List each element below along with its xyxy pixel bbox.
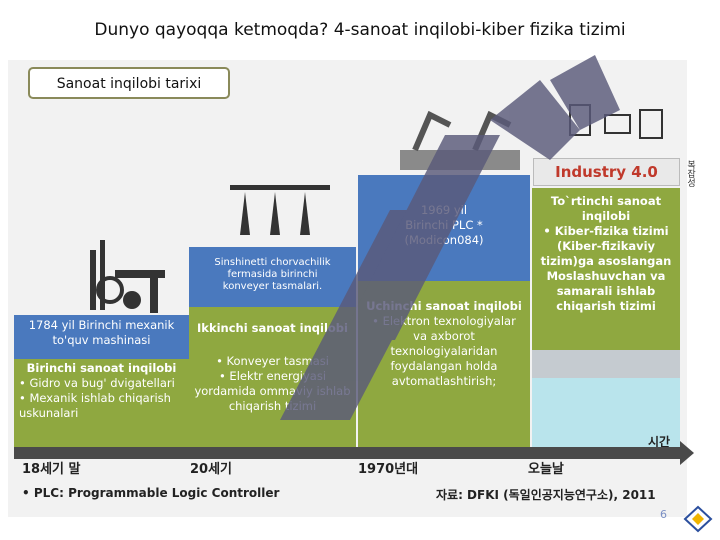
col3-bottom-box: Uchinchi sanoat inqilobi • Elektron texn… xyxy=(358,281,530,447)
col1-bullet-2: • Mexanik ishlab chiqarish uskunalari xyxy=(19,391,171,420)
era-20th-century: 20세기 xyxy=(190,462,233,477)
col1-top-box: 1784 yil Birinchi mexanik to'quv mashina… xyxy=(14,315,189,359)
col4-green-box: To`rtinchi sanoat inqilobi • Kiber-fizik… xyxy=(532,188,680,350)
robot-arm-illustration xyxy=(400,110,520,170)
institution-logo-icon xyxy=(683,505,713,533)
industry-4-label: Industry 4.0 xyxy=(533,158,680,186)
col4-bullet-1: • Kiber-fizika tizimi (Kiber-fizikaviy t… xyxy=(540,224,672,313)
col2-bullet-2: • Elektr energiyasi yordamida ommaviy is… xyxy=(194,369,351,413)
col2-bottom-box: Ikkinchi sanoat inqilobi • Konveyer tasm… xyxy=(189,307,356,447)
col3-top-line-1: 1969 yil xyxy=(420,203,468,217)
section-badge: Sanoat inqilobi tarixi xyxy=(28,67,230,99)
page-number: 6 xyxy=(660,508,667,521)
col3-bullet-1: • Elektron texnologiyalar va axborot tex… xyxy=(372,314,516,388)
slide-title: Dunyo qayoqqa ketmoqda? 4-sanoat inqilob… xyxy=(94,20,626,40)
col1-top-text: 1784 yil Birinchi mexanik to'quv mashina… xyxy=(28,318,175,347)
col1-bottom-box: Birinchi sanoat inqilobi • Gidro va bug'… xyxy=(14,359,189,447)
col2-top-box: Sinshinetti chorvachilik fermasida birin… xyxy=(189,247,356,307)
col4-teal-box xyxy=(532,378,680,447)
col2-bullet-1: • Konveyer tasmasi xyxy=(216,354,329,368)
devices-illustration xyxy=(569,104,663,139)
timeline-arrow-icon xyxy=(680,441,694,465)
era-1970s: 1970년대 xyxy=(358,462,419,477)
source-footnote: 자료: DFKI (독일인공지능연구소), 2011 xyxy=(436,488,656,502)
time-axis-label: 시간 xyxy=(648,435,671,449)
era-today: 오늘날 xyxy=(528,462,564,477)
col1-heading: Birinchi sanoat inqilobi xyxy=(26,361,177,375)
col1-bullet-1: • Gidro va bug' dvigatellari xyxy=(19,376,175,390)
col3-heading: Uchinchi sanoat inqilobi xyxy=(366,299,522,313)
plc-footnote: • PLC: Programmable Logic Controller xyxy=(22,486,280,500)
era-18th-century: 18세기 말 xyxy=(22,462,81,477)
complexity-label: 복잡성 xyxy=(685,160,695,187)
conveyor-carcass-illustration xyxy=(230,185,330,235)
col3-top-line-3: (Modicon084) xyxy=(404,233,484,247)
col3-top-box: 1969 yil Birinchi PLC * (Modicon084) xyxy=(358,175,530,281)
col2-top-text: Sinshinetti chorvachilik fermasida birin… xyxy=(214,257,331,292)
col4-gray-strip xyxy=(532,350,680,378)
loom-illustration xyxy=(90,240,165,313)
col3-top-line-2: Birinchi PLC * xyxy=(405,218,483,232)
col4-heading: To`rtinchi sanoat inqilobi xyxy=(550,194,662,223)
col2-heading: Ikkinchi sanoat inqilobi xyxy=(197,321,348,335)
timeline-axis xyxy=(14,447,682,459)
